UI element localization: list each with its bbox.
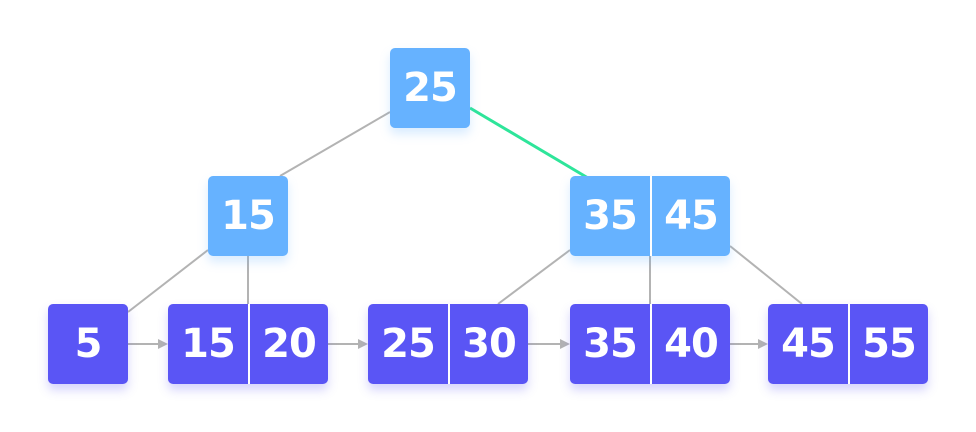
leaf-key: 30 [448, 304, 528, 384]
leaf-node-1: 5 [48, 304, 128, 384]
leaf-key: 45 [781, 321, 836, 367]
node-key: 15 [221, 193, 276, 239]
edge-15-to-leaf-5 [127, 249, 209, 313]
leaf-key: 5 [74, 321, 103, 367]
edge-35-45-to-leaf-45-55 [729, 245, 803, 305]
internal-node-left: 15 [208, 176, 288, 256]
leaf-key: 25 [381, 321, 436, 367]
leaf-node-5: 45 55 [768, 304, 928, 384]
edge-root-to-right-child [469, 106, 589, 180]
leaf-key: 20 [248, 304, 328, 384]
leaf-key: 15 [181, 321, 236, 367]
leaf-node-4: 35 40 [570, 304, 730, 384]
leaf-node-3: 25 30 [368, 304, 528, 384]
internal-node-right: 35 45 [570, 176, 730, 256]
leaf-node-2: 15 20 [168, 304, 328, 384]
leaf-key: 40 [650, 304, 730, 384]
node-key: 35 [583, 193, 638, 239]
leaf-key: 55 [848, 304, 928, 384]
edge-35-45-to-leaf-25-30 [497, 249, 571, 305]
leaf-key: 35 [583, 321, 638, 367]
node-key: 45 [650, 176, 730, 256]
root-key: 25 [403, 65, 458, 111]
edge-root-to-left-child [279, 111, 391, 177]
root-node: 25 [390, 48, 470, 128]
